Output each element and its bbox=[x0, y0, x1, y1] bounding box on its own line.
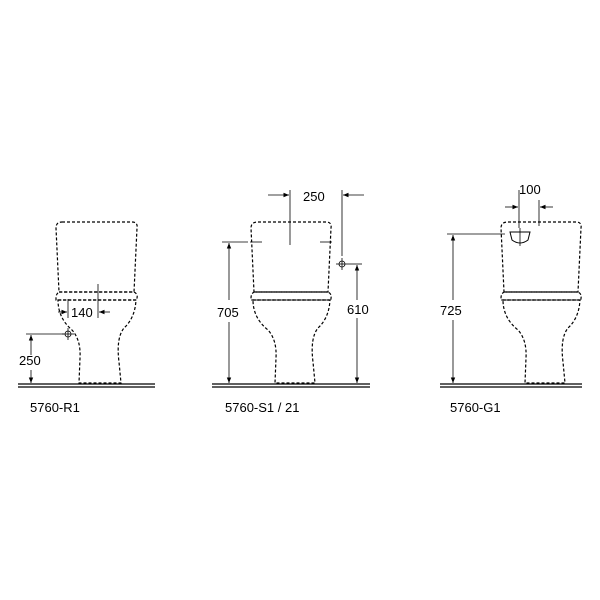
view-5760-g1: 100 725 5760-G1 bbox=[440, 182, 582, 415]
dimension-vertical-r1: 250 bbox=[19, 333, 64, 383]
model-label-s1: 5760-S1 / 21 bbox=[225, 400, 299, 415]
toilet-outline-g1 bbox=[500, 221, 582, 384]
dimension-vertical-705: 705 bbox=[217, 241, 248, 383]
outlet-symbol-g1 bbox=[509, 228, 531, 246]
dimension-label-250: 250 bbox=[19, 353, 41, 368]
dimension-horizontal-r1: 140 bbox=[58, 284, 110, 320]
dimension-label-100: 100 bbox=[519, 182, 541, 197]
toilet-outline-r1 bbox=[55, 221, 138, 384]
toilet-outline-s1 bbox=[250, 221, 332, 384]
dimension-label-250-top: 250 bbox=[303, 189, 325, 204]
dimension-horizontal-g1: 100 bbox=[505, 182, 553, 228]
dimension-label-610: 610 bbox=[347, 302, 369, 317]
dimension-horizontal-s1: 250 bbox=[268, 189, 364, 256]
view-5760-s1: 250 705 610 5760-S1 / 21 bbox=[212, 189, 370, 415]
dimension-label-705: 705 bbox=[217, 305, 239, 320]
outlet-symbol-s1 bbox=[336, 258, 348, 270]
floor-g1 bbox=[440, 383, 582, 388]
model-label-g1: 5760-G1 bbox=[450, 400, 501, 415]
view-5760-r1: 140 250 5760-R1 bbox=[18, 221, 155, 415]
floor-s1 bbox=[212, 383, 370, 388]
floor-r1 bbox=[18, 383, 155, 388]
dimension-label-140: 140 bbox=[71, 305, 93, 320]
model-label-r1: 5760-R1 bbox=[30, 400, 80, 415]
dimension-label-725: 725 bbox=[440, 303, 462, 318]
dimension-vertical-610: 610 bbox=[347, 263, 369, 383]
dimension-vertical-725: 725 bbox=[440, 233, 505, 383]
